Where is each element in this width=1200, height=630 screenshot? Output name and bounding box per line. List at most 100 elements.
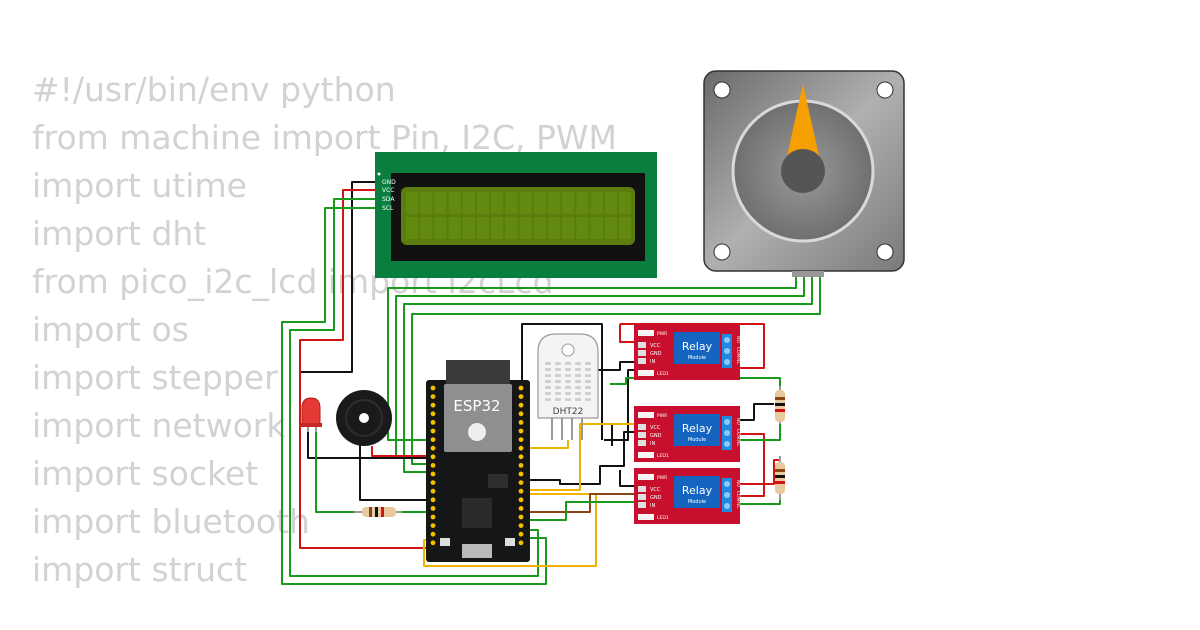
esp32-pin [430, 394, 436, 399]
relay-screw [724, 419, 730, 425]
code-line: import utime [32, 166, 247, 205]
relay-terminal-label: NC [735, 358, 741, 365]
dht-grille-slot [555, 374, 561, 377]
code-line: from pico_i2c_lcd import I2cLcd [32, 262, 554, 301]
esp32-pin [430, 506, 436, 511]
code-line: #!/usr/bin/env python [32, 70, 396, 109]
dht-grille-slot [565, 380, 571, 383]
lcd-char-cell [406, 192, 418, 214]
relay-pin-label: VCC [650, 343, 661, 349]
relay-pin-label: GND [650, 495, 662, 501]
relay-sublabel: Module [688, 437, 706, 443]
lcd-display: GND VCC SDA SCL [375, 152, 657, 278]
dht-grille-slot [575, 392, 581, 395]
relay-pwr-led [638, 412, 654, 418]
lcd-char-cell [477, 192, 489, 214]
esp32-button [505, 538, 515, 546]
esp32-pin [518, 531, 524, 537]
wire-relay-bus-red2 [740, 433, 765, 497]
relay-screw [724, 503, 730, 509]
dht-grille-slot [555, 386, 561, 389]
relay-pin-label: VCC [650, 487, 661, 493]
lcd-char-cell [576, 217, 589, 239]
dht-grille-slot [545, 380, 551, 383]
esp32-pin [518, 514, 524, 520]
dht-grille-slot [565, 368, 571, 371]
dht-grille-slot [545, 392, 551, 395]
esp32-pin [430, 497, 436, 503]
motor-mount-hole [713, 243, 731, 261]
wire-buzzer-gnd [359, 440, 432, 501]
esp32-pin [518, 394, 524, 399]
lcd-char-grid [406, 192, 631, 239]
esp32-pin [518, 454, 524, 460]
relay-led [638, 370, 654, 376]
esp32-logo-icon [468, 423, 486, 441]
resistor-band [775, 409, 785, 412]
relay-label: Relay [682, 422, 713, 435]
relay-pin [638, 350, 646, 356]
esp32-pin [430, 471, 436, 477]
dht-grille-slot [585, 386, 591, 389]
wire-out-r2b [740, 403, 774, 421]
dht22-sensor: DHT22 [537, 333, 599, 440]
dht-grille-slot [575, 398, 581, 401]
relay-pwr-label: PWR [657, 331, 667, 337]
esp32-pin [518, 463, 524, 468]
code-line: import socket [32, 454, 259, 493]
code-line: import bluetooth [32, 502, 310, 541]
lcd-pin-sda: SDA [382, 196, 395, 203]
code-line: import stepper [32, 358, 278, 397]
resistor-band [775, 481, 785, 484]
esp32-pin [430, 385, 436, 391]
relay-pin [638, 424, 646, 430]
wire-relay1-vcc [598, 361, 636, 371]
esp32-pin [518, 471, 524, 477]
code-line: import network [32, 406, 286, 445]
esp32-pin [518, 402, 524, 408]
relay-pin [638, 440, 646, 446]
resistor-band [369, 507, 372, 517]
wire-relay-bus-red3 [619, 324, 636, 343]
dht-hole [561, 343, 575, 357]
lcd-char-cell [562, 217, 575, 239]
dht-grille-slot [575, 368, 581, 371]
esp32-pin [430, 523, 436, 528]
lcd-char-cell [406, 217, 418, 239]
relay-terminal-label: NO [735, 336, 741, 343]
buzzer-hole [359, 413, 369, 423]
esp32-pin [518, 385, 524, 391]
wire-out-r1b [740, 420, 781, 441]
dht-grille-slot [555, 380, 561, 383]
dht-grille-slot [565, 392, 571, 395]
wire-buzzer-sig [371, 446, 432, 457]
lcd-char-cell [420, 217, 433, 239]
relay-screw [724, 441, 730, 447]
esp32-board: ESP32 [426, 360, 530, 562]
esp32-component [488, 474, 508, 488]
motor-needle [787, 84, 819, 156]
relay-terminal-label: COM [735, 491, 741, 502]
esp32-pin [518, 445, 524, 451]
resistor-band [775, 475, 785, 478]
relay-terminal-label: NC [735, 440, 741, 447]
dht-grille-slot [585, 362, 591, 365]
relay-led-label: LED1 [657, 515, 669, 521]
relay-led-label: LED1 [657, 453, 669, 459]
relay-block [674, 332, 720, 364]
relay-pin-label: IN [650, 359, 655, 365]
lcd-char-cell [448, 217, 461, 239]
wire-relay1-gnd [604, 369, 636, 441]
relay-pin [638, 486, 646, 492]
esp32-pin [430, 540, 436, 546]
dht-grille-slot [555, 398, 561, 401]
relay-block [674, 476, 720, 508]
relay-sublabel: Module [688, 355, 706, 361]
esp32-pin [430, 454, 436, 460]
relay-pwr-label: PWR [657, 413, 667, 419]
esp32-pin [430, 480, 436, 485]
wire-dht-vcc [521, 323, 603, 440]
stepper-motor [703, 70, 905, 277]
relay-led [638, 452, 654, 458]
dht-grille-slot [585, 380, 591, 383]
